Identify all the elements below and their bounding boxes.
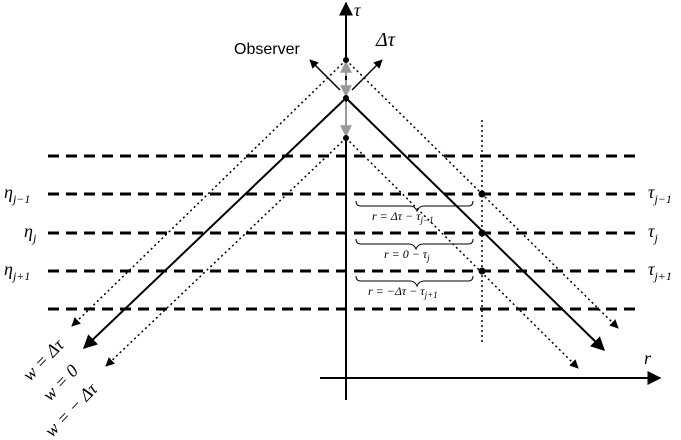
observer-arrow-left	[309, 59, 341, 91]
tau-axis-label: τ	[354, 0, 361, 20]
brace-mid-label: r = 0 − τj	[384, 247, 430, 263]
observer-label: Observer	[234, 41, 300, 58]
cone-outer-left	[71, 59, 347, 327]
cone-solid-right	[345, 97, 606, 351]
axis-dot-observer	[343, 95, 349, 101]
eta-j-label: ηj	[24, 221, 37, 245]
axis-dot-top	[343, 57, 349, 63]
brace-top-label: r = Δτ − τj−1	[372, 209, 434, 225]
tau-j-label: τj	[648, 221, 658, 245]
brace-bot-label: r = −Δτ − τj+1	[368, 284, 438, 300]
intersection-dot-j	[478, 229, 486, 237]
cone-solid-left	[82, 97, 347, 349]
brace-top	[355, 200, 474, 213]
cone-inner-left	[105, 137, 347, 367]
intersection-dot-jm1	[478, 190, 486, 198]
brace-bot	[355, 275, 474, 288]
tau-jp1-label: τj+1	[648, 259, 672, 283]
cone-inner-right	[345, 137, 579, 369]
intersection-dot-jp1	[478, 267, 486, 275]
observer-arrow-right	[351, 59, 383, 91]
brace-mid	[355, 238, 474, 251]
r-axis-label: r	[644, 348, 652, 368]
axis-dot-lower	[343, 135, 349, 141]
tau-jm1-label: τj−1	[648, 182, 672, 206]
eta-jm1-label: ηj−1	[4, 182, 30, 206]
eta-jp1-label: ηj+1	[4, 259, 30, 283]
delta-tau-label: Δτ	[375, 29, 396, 51]
